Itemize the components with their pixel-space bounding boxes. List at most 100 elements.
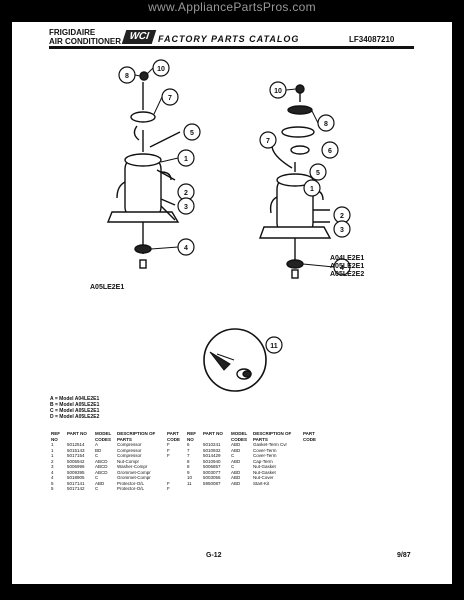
table-cell: Grommet-Compr: [117, 475, 151, 480]
table-row: 1 5012514 A Compressor F 6 5010241 ABD Gasket-Te…: [50, 442, 322, 448]
table-cell: F: [167, 486, 170, 491]
table-cell: 3: [51, 464, 54, 469]
table-cell: F: [167, 442, 170, 447]
table-cell: ABD: [231, 475, 241, 480]
callout-number: 1: [310, 186, 314, 193]
table-cell: Cap-Term: [253, 458, 273, 464]
table-cell: 8: [187, 464, 190, 469]
callout-number: 11: [270, 343, 278, 350]
table-cell: Protector-O/L: [117, 486, 145, 491]
callout-number: 10: [157, 66, 165, 73]
callout-number: 5: [316, 170, 320, 177]
table-cell: 5017154: [67, 453, 85, 458]
table-cell: Nut-Gasket: [253, 469, 276, 475]
table-cell: 5010241: [203, 442, 221, 447]
table-cell: 5006857: [203, 464, 221, 469]
right-model-label-line: A05LE2E1: [330, 263, 365, 270]
callout-number: 8: [125, 73, 129, 80]
table-cell: [202, 486, 230, 492]
table-cell: [252, 486, 302, 492]
callout-number: 2: [184, 190, 188, 197]
callout-3-left: [177, 197, 195, 215]
right-model-label-line: A04LE2E1: [330, 255, 365, 262]
table-cell: C: [231, 453, 235, 458]
table-cell: Compressor: [117, 447, 142, 453]
table-cell: Nut-Compr: [117, 458, 140, 464]
table-cell: 5018905: [67, 475, 85, 480]
table-cell: Cover-Term: [253, 453, 277, 458]
callout-number: 8: [324, 121, 328, 128]
table-cell: 5012514: [67, 442, 85, 447]
table-cell: 6: [187, 442, 190, 447]
table-cell: 5950087: [203, 480, 221, 486]
table-cell: Compressor: [117, 442, 142, 447]
table-cell: 5017142: [67, 486, 85, 491]
table-cell: 4: [51, 475, 54, 480]
parts-catalog-page: FRIGIDAIRE AIR CONDITIONER WCI FACTORY P…: [12, 22, 452, 584]
table-cell: 2: [51, 458, 54, 464]
model-legend-line: C = Model A05LE2E1: [50, 408, 100, 414]
table-cell: ABCD: [95, 458, 108, 464]
table-cell: 5003056: [203, 475, 221, 480]
table-cell: Gasket-Term Cvr: [253, 442, 288, 447]
table-cell: 5005942: [67, 458, 85, 464]
parts-table-header: REF NO PART NO MODEL CODES DESCRIPTION O…: [50, 431, 322, 442]
table-cell: 5010932: [203, 447, 221, 453]
callout-1-right: [303, 179, 321, 197]
model-legend: A = Model A04LE2E1 B = Model A05LE2E1 C …: [50, 396, 99, 420]
table-cell: A: [95, 442, 99, 447]
table-cell: 11: [187, 480, 192, 486]
col-part-no: PART NO: [203, 431, 223, 436]
table-cell: ABD: [231, 447, 241, 453]
col-part-code: PART CODE: [303, 431, 317, 442]
table-cell: ABD: [95, 480, 105, 486]
callout-5-right: [309, 163, 327, 181]
table-cell: ABD: [231, 458, 241, 464]
callout-number: 1: [184, 156, 188, 163]
table-cell: Washer-Compr: [117, 464, 148, 469]
table-cell: 1: [51, 442, 54, 447]
table-cell: 5: [51, 486, 54, 491]
callout-3-right: [333, 220, 351, 238]
table-cell: 5: [51, 480, 54, 486]
table-cell: 1: [51, 453, 54, 458]
model-legend-line: B = Model A05LE2E1: [50, 402, 100, 408]
parts-table: REF NO PART NO MODEL CODES DESCRIPTION O…: [50, 431, 322, 492]
left-model-label: A05LE2E1: [90, 284, 125, 291]
table-cell: C: [95, 453, 99, 458]
table-cell: BD: [95, 447, 102, 453]
callout-number: 3: [340, 227, 344, 234]
right-compressor-assembly: [259, 84, 332, 279]
col-part-no: PART NO: [67, 431, 87, 436]
model-legend-line: A = Model A04LE2E1: [50, 396, 100, 402]
table-cell: 5010940: [203, 458, 221, 464]
callout-11: [265, 336, 283, 354]
table-cell: 7: [187, 447, 190, 453]
table-cell: 4: [51, 469, 54, 475]
col-model-codes: MODEL CODES: [231, 431, 248, 442]
document-number: LF34087210: [349, 35, 395, 44]
table-cell: 7: [187, 453, 190, 458]
table-cell: ABD: [231, 442, 241, 447]
left-compressor-assembly: [106, 71, 181, 269]
table-cell: ABD: [231, 480, 241, 486]
col-model-codes: MODEL CODES: [95, 431, 112, 442]
callout-number: 5: [190, 130, 194, 137]
table-cell: Compressor: [117, 453, 142, 458]
table-cell: [302, 486, 322, 492]
callout-6-right: [321, 141, 339, 159]
callout-number: 2: [340, 213, 344, 220]
table-cell: 5015143: [67, 447, 85, 453]
table-cell: F: [167, 447, 170, 453]
catalog-title: FACTORY PARTS CATALOG: [158, 34, 300, 44]
brand-name: FRIGIDAIRE: [49, 28, 96, 37]
table-cell: Protector-O/L: [117, 480, 145, 486]
callout-number: 7: [266, 138, 270, 145]
table-cell: 9: [187, 469, 190, 475]
